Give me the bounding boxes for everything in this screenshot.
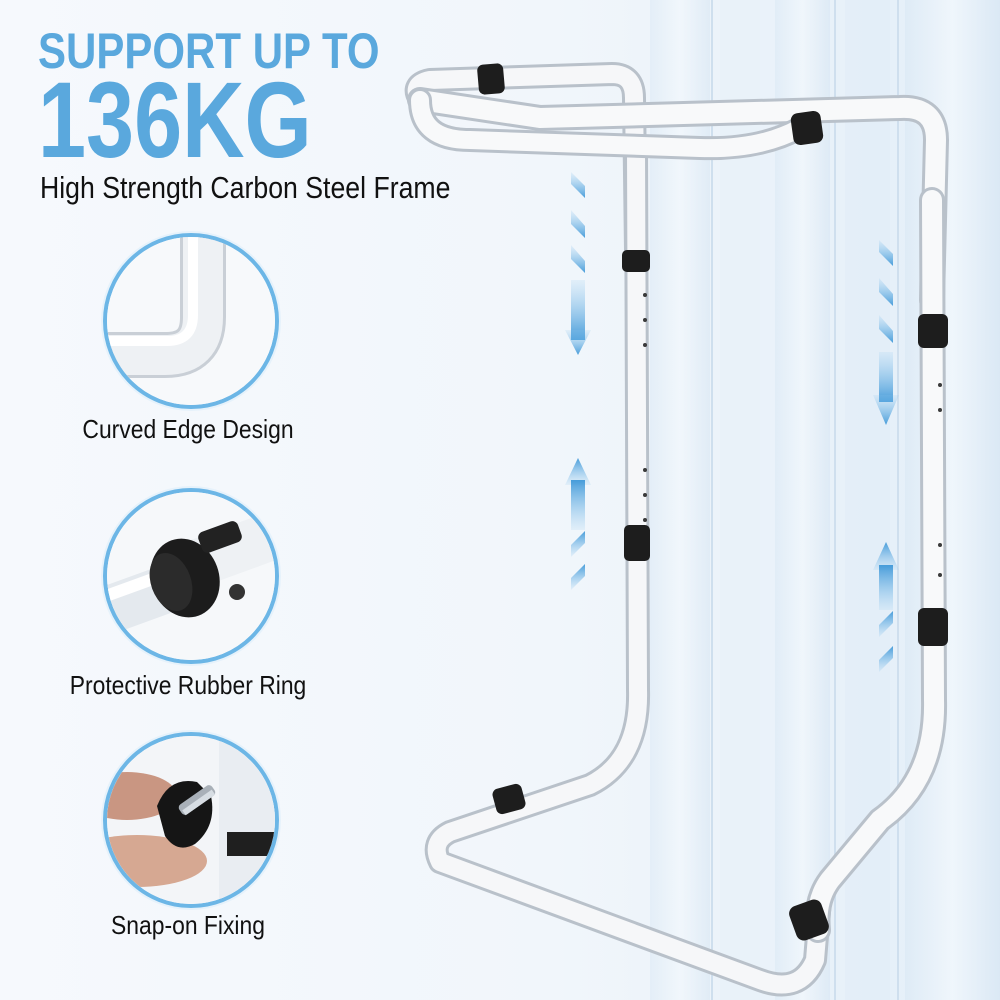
rubber-ring-closeup-image	[103, 488, 279, 664]
curved-edge-closeup-image	[103, 233, 279, 409]
rubber-clips	[477, 63, 948, 941]
subheadline: High Strength Carbon Steel Frame	[40, 170, 451, 205]
feature-label-rubber-ring: Protective Rubber Ring	[69, 670, 307, 700]
height-adjust-down-arrow-right	[873, 240, 899, 425]
adjustment-holes	[643, 293, 942, 577]
feature-label-snap-on: Snap-on Fixing	[111, 910, 265, 940]
height-adjust-down-arrow-left	[565, 172, 591, 355]
headline-support: SUPPORT UP TO	[38, 23, 380, 79]
height-adjust-up-arrow-right	[873, 542, 899, 672]
headline-capacity: 136KG	[38, 59, 312, 180]
height-adjust-up-arrow-left	[565, 458, 591, 590]
snap-on-clip-closeup-image	[103, 732, 279, 908]
feature-label-curved-edge: Curved Edge Design	[82, 414, 294, 444]
